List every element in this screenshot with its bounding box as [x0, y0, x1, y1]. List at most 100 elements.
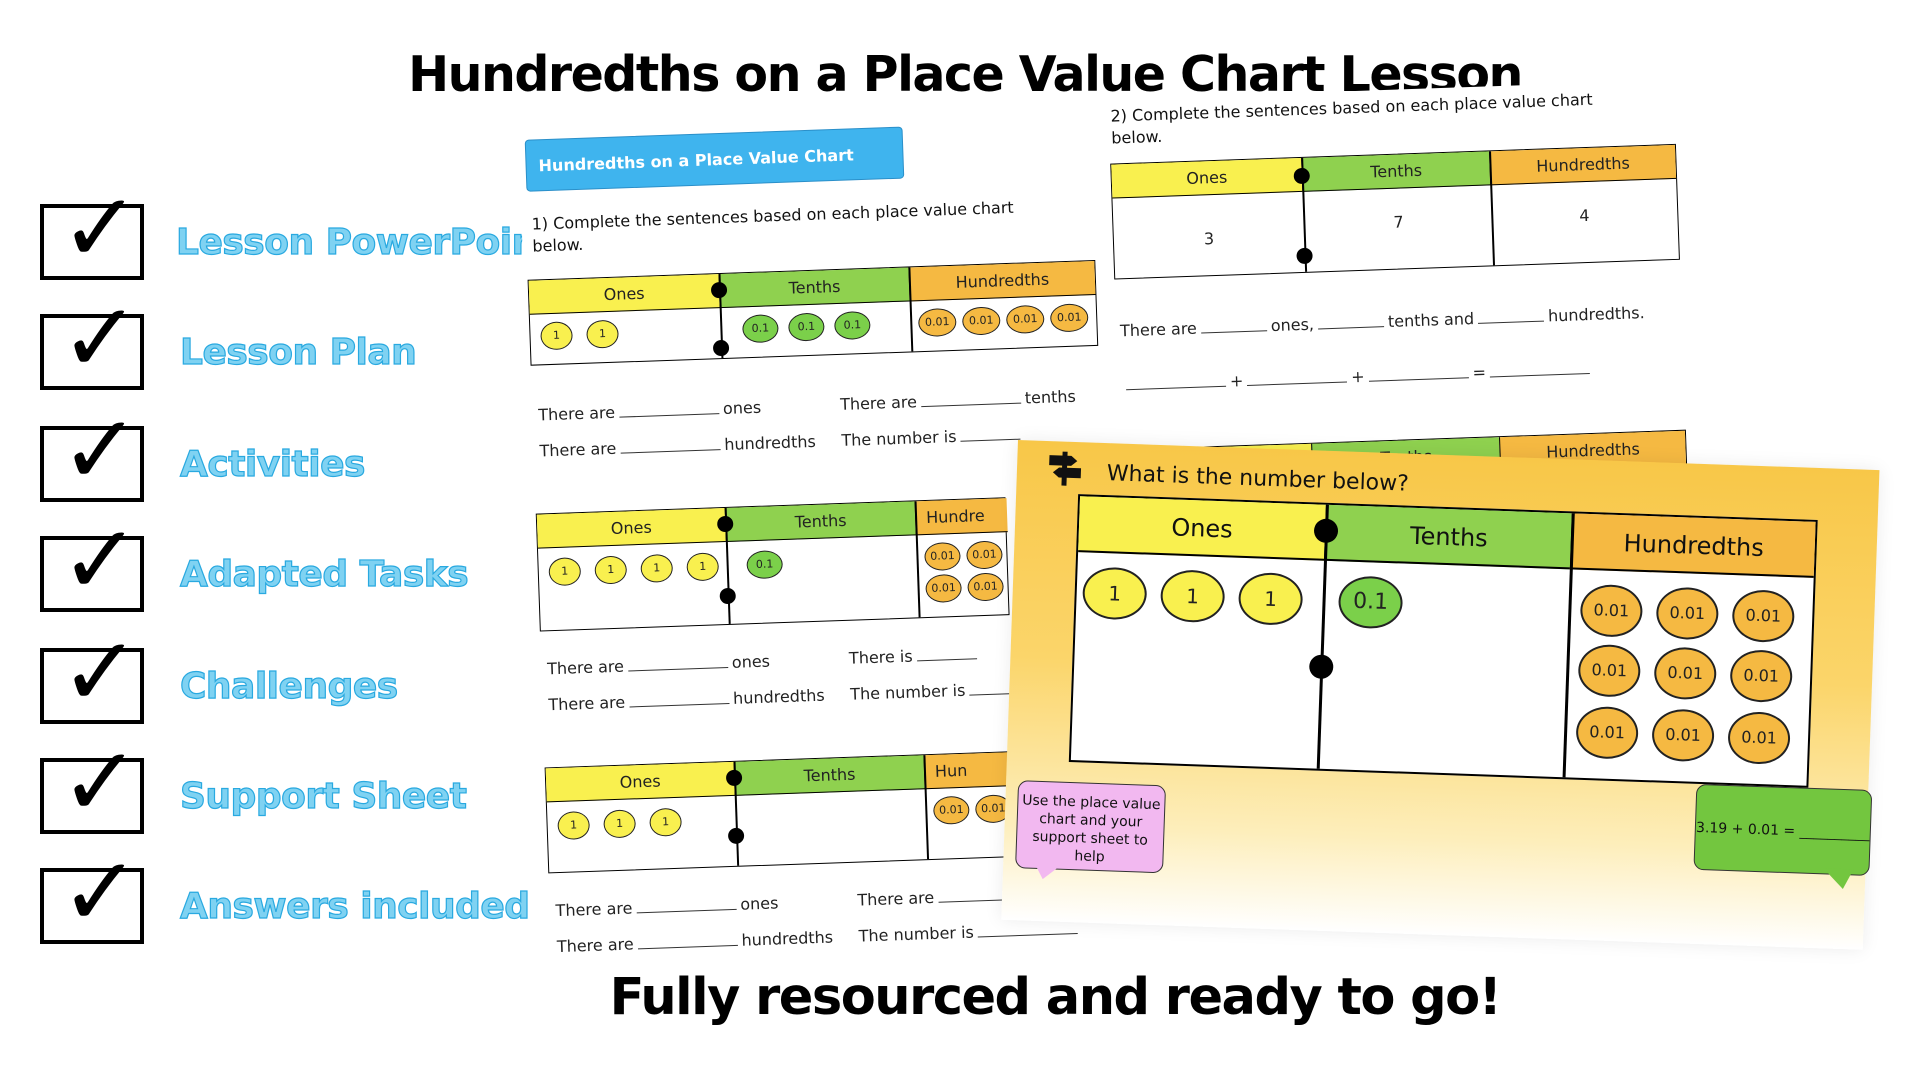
lesson-slide: What is the number below? Ones Tenths Hu… [1001, 440, 1880, 950]
ones-counter: 1 [586, 319, 620, 349]
hundredths-counter: 0.01 [917, 307, 957, 338]
sentence-line: There is [849, 644, 981, 668]
ones-counter: 1 [603, 809, 637, 839]
checklist-item: ✓ Lesson PowerPoint [40, 180, 555, 296]
sentence-text: The number is [849, 680, 966, 704]
answer-blank[interactable] [1200, 330, 1267, 334]
ones-header: Ones [536, 508, 726, 549]
ones-counter: 1 [594, 555, 628, 585]
sentence-text: ones [731, 651, 771, 672]
answer-blank[interactable] [620, 449, 721, 454]
decimal-point [1308, 654, 1334, 680]
hundredths-counter: 0.01 [1579, 583, 1644, 638]
sentence-text: The number is [841, 426, 957, 450]
answer-blank[interactable] [921, 402, 1022, 408]
sentence-text: There are [548, 692, 626, 715]
ones-counter: 1 [649, 807, 683, 837]
ones-value: 3 [1203, 229, 1215, 249]
decimal-point [727, 827, 745, 845]
decimal-point [712, 339, 730, 357]
answer-blank[interactable] [637, 944, 738, 950]
answer-blank[interactable] [969, 693, 1010, 696]
place-value-chart: Ones Tenths Hundre 1 1 1 1 0.1 0.01 0.01… [535, 497, 1010, 632]
sentence-text: hundredths [732, 685, 825, 708]
answer-blank[interactable] [977, 932, 1078, 938]
checkmark-icon: ✓ [60, 282, 141, 394]
hundredths-value: 4 [1579, 205, 1590, 226]
hundredths-counter: 0.01 [967, 572, 1005, 602]
checkmark-icon: ✓ [60, 504, 141, 616]
sentence-text: There are [546, 656, 625, 679]
checkmark-icon: ✓ [60, 394, 141, 506]
tenths-counter: 0.1 [787, 312, 825, 342]
sentence-line: The number is [841, 425, 1025, 450]
footer-tagline: Fully resourced and ready to go! [609, 968, 1502, 1027]
sentence-text: hundredths [741, 927, 834, 950]
hundredths-header: Hun [923, 752, 1017, 790]
hundredths-counter: 0.01 [1731, 589, 1796, 644]
checklist-label: Activities [179, 443, 366, 485]
ones-counter: 1 [686, 552, 720, 582]
sentence-text: There is [848, 646, 913, 668]
checkbox-icon [40, 868, 144, 944]
answer-blank[interactable] [619, 413, 720, 418]
hundredths-counter: 0.01 [1729, 649, 1794, 704]
checklist-label: Support Sheet [179, 775, 467, 817]
worksheet-question: 2) Complete the sentences based on each … [1110, 89, 1593, 148]
sentence-line: The number is [858, 919, 1082, 946]
ones-header: Ones [545, 761, 735, 803]
checklist-item: ✓ Support Sheet [40, 734, 520, 850]
equation-line: ++= [1122, 359, 1595, 394]
sentence-line: The number is [850, 679, 1014, 704]
answer-blank[interactable] [636, 908, 737, 914]
hundredths-counter: 0.01 [1577, 643, 1642, 698]
sentence-line: There are ones [547, 652, 770, 679]
sentence-line: There are hundredths [548, 686, 825, 715]
answer-blank[interactable] [1126, 385, 1227, 391]
sentence-text: There are [857, 887, 935, 910]
equals-sign: = [1472, 362, 1487, 383]
sentence-text: ones [739, 893, 779, 914]
answer-blank[interactable] [960, 438, 1021, 442]
sentence-text: hundredths. [1547, 303, 1645, 326]
support-speech-bubble: Use the place value chart and your suppo… [1015, 780, 1167, 874]
place-value-chart: Ones Tenths Hundredths 3 7 4 [1110, 143, 1680, 280]
feature-checklist: ✓ Lesson PowerPoint ✓ Lesson Plan ✓ Acti… [0, 0, 555, 1080]
checklist-label: Adapted Tasks [179, 553, 469, 595]
sentence-text: There are [556, 934, 634, 957]
worksheet-question: 1) Complete the sentences based on each … [531, 197, 1014, 256]
ones-counter: 1 [640, 553, 674, 583]
tenths-value: 7 [1393, 212, 1404, 232]
hundredths-counter: 0.01 [932, 795, 970, 825]
answer-blank[interactable] [916, 658, 977, 662]
plus-sign: + [1229, 371, 1244, 391]
answer-blank[interactable] [629, 702, 730, 708]
sentence-text: There are [1119, 318, 1198, 341]
hundredths-counter: 0.01 [1653, 646, 1718, 701]
worksheet-banner: Hundredths on a Place Value Chart [524, 126, 905, 192]
answer-blank[interactable] [1247, 381, 1348, 386]
hundredths-header: Hundre [914, 498, 1008, 536]
decimal-point [1296, 247, 1313, 265]
sentence-text: There are [839, 392, 918, 414]
checkbox-icon [40, 536, 144, 612]
checkbox-icon [40, 204, 144, 280]
hundredths-header: Hundredths [1569, 513, 1816, 578]
sentence-text: tenths and [1387, 309, 1475, 332]
answer-blank[interactable] [1478, 320, 1545, 324]
hundredths-header: Hundredths [908, 260, 1096, 302]
tenths-counter: 0.1 [1337, 575, 1404, 630]
ones-counter: 1 [540, 321, 574, 351]
slide-question: What is the number below? [1106, 461, 1410, 497]
answer-blank[interactable] [1368, 377, 1469, 382]
hundredths-counter: 0.01 [1727, 710, 1791, 766]
checkmark-icon: ✓ [60, 616, 141, 728]
answer-blank[interactable] [1318, 326, 1385, 330]
place-value-chart: Ones Tenths Hun 1 1 1 0.01 0.01 [544, 751, 1019, 874]
answer-blank[interactable] [628, 667, 729, 672]
answer-blank[interactable] [1490, 372, 1591, 378]
